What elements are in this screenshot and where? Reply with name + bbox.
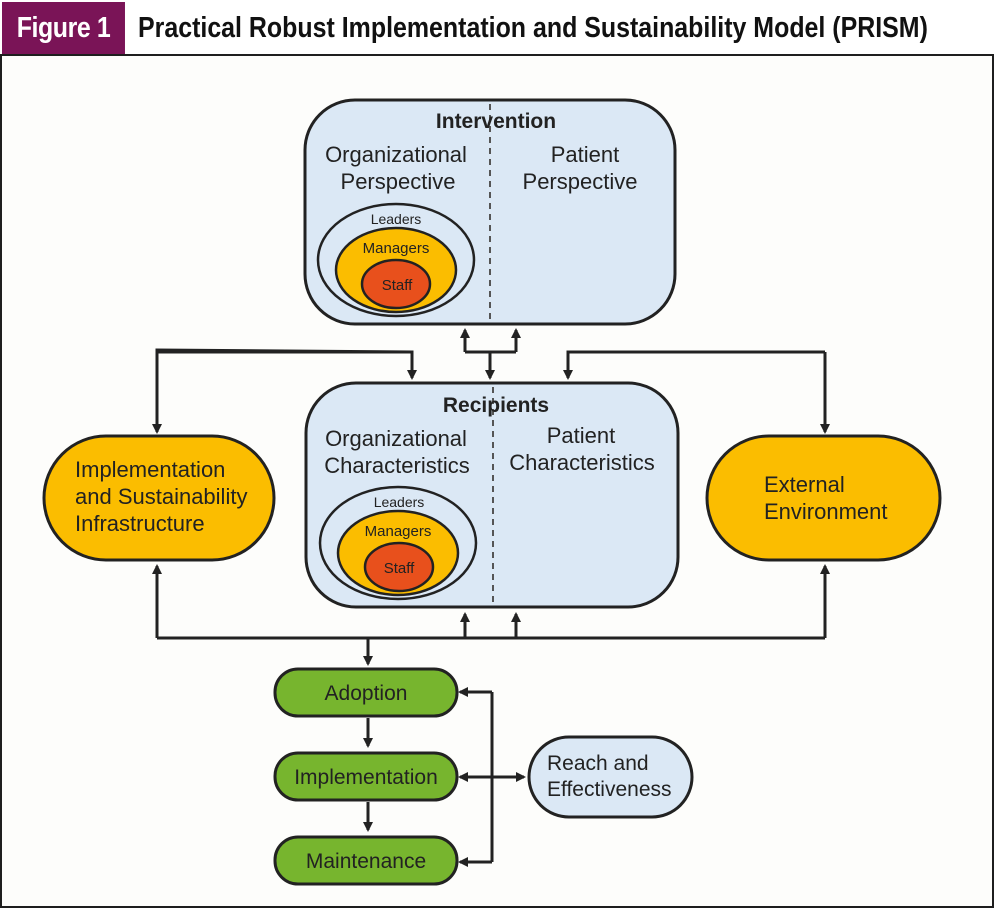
recipients-left-heading-2: Characteristics bbox=[324, 453, 469, 478]
intervention-rings: Leaders Managers Staff bbox=[316, 202, 476, 318]
recipients-rings: Leaders Managers Staff bbox=[318, 485, 478, 601]
ring-label-staff: Staff bbox=[382, 277, 413, 294]
intervention-title: Intervention bbox=[436, 110, 556, 133]
figure-title: Practical Robust Implementation and Sust… bbox=[138, 12, 928, 44]
infrastructure-node: Implementation and Sustainability Infras… bbox=[42, 434, 276, 562]
arrow-top-right-line bbox=[563, 350, 825, 380]
infrastructure-line-1: Implementation bbox=[75, 457, 225, 482]
external-environment-node: External Environment bbox=[705, 434, 942, 562]
stage-maintenance-label: Maintenance bbox=[306, 850, 426, 873]
stage-adoption-label: Adoption bbox=[325, 682, 408, 705]
infrastructure-line-3: Infrastructure bbox=[75, 511, 205, 536]
recipients-left-heading-1: Organizational bbox=[325, 426, 467, 451]
adoption-node: Adoption bbox=[273, 667, 459, 718]
ring-label-leaders: Leaders bbox=[371, 211, 422, 227]
connectors bbox=[152, 328, 830, 867]
external-line-1: External bbox=[764, 472, 845, 497]
intervention-left-heading-1: Organizational bbox=[325, 142, 467, 167]
figure-label: Figure 1 bbox=[2, 2, 125, 54]
reach-effectiveness-node: Reach and Effectiveness bbox=[527, 735, 694, 819]
external-line-2: Environment bbox=[764, 499, 888, 524]
stage-implementation-label: Implementation bbox=[294, 766, 438, 789]
ring-label-managers: Managers bbox=[365, 523, 432, 540]
ring-label-staff: Staff bbox=[384, 560, 415, 577]
intervention-left-heading-2: Perspective bbox=[341, 169, 456, 194]
recipients-right-heading-2: Characteristics bbox=[509, 450, 654, 475]
recipients-right-heading-1: Patient bbox=[547, 423, 616, 448]
recipients-title: Recipients bbox=[443, 394, 549, 417]
infrastructure-line-2: and Sustainability bbox=[75, 484, 247, 509]
intervention-box: Intervention Organizational Perspective … bbox=[303, 98, 677, 326]
arrow-top-left-line bbox=[157, 350, 417, 380]
intervention-right-heading-1: Patient bbox=[551, 142, 620, 167]
ring-staff bbox=[360, 258, 432, 310]
maintenance-node: Maintenance bbox=[273, 835, 459, 886]
figure-header: Figure 1 Practical Robust Implementation… bbox=[0, 0, 994, 56]
ring-label-leaders: Leaders bbox=[374, 494, 425, 510]
intervention-right-heading-2: Perspective bbox=[523, 169, 638, 194]
reach-line-2: Effectiveness bbox=[547, 778, 672, 801]
ring-label-managers: Managers bbox=[363, 240, 430, 257]
implementation-node: Implementation bbox=[273, 751, 459, 802]
ring-staff bbox=[363, 541, 435, 593]
recipients-box: Recipients Organizational Characteristic… bbox=[304, 381, 680, 609]
reach-line-1: Reach and bbox=[547, 752, 649, 775]
